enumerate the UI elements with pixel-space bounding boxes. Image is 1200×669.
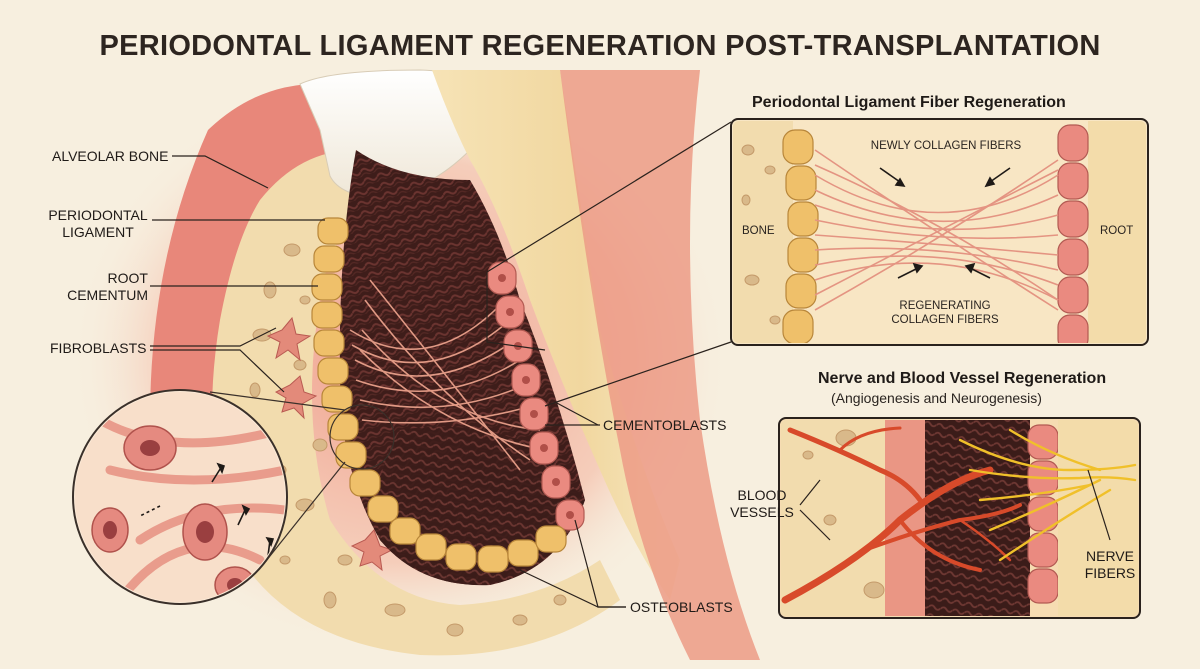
label-fibroblasts: FIBROBLASTS — [50, 340, 147, 356]
fiber-regeneration-panel — [730, 118, 1149, 346]
fiber-panel-root: ROOT — [1100, 225, 1134, 237]
label-cementoblasts: CEMENTOBLASTS — [603, 417, 727, 433]
label-cementum-line2: CEMENTUM — [67, 287, 148, 303]
fiber-panel-newly: NEWLY COLLAGEN FIBERS — [870, 140, 1022, 152]
label-fibers-line2: FIBERS — [1084, 565, 1136, 581]
label-nerve-line1: NERVE — [1086, 548, 1134, 564]
fiber-panel-title: Periodontal Ligament Fiber Regeneration — [752, 94, 1066, 111]
leader-lines — [150, 121, 1111, 608]
label-blood-line1: BLOOD — [737, 487, 787, 503]
nerve-panel-title: Nerve and Blood Vessel Regeneration — [818, 370, 1107, 387]
nerve-panel-subtitle: (Angiogenesis and Neurogenesis) — [831, 390, 1042, 406]
label-periodontal-line2: LIGAMENT — [62, 224, 134, 240]
label-periodontal-line1: PERIODONTAL — [48, 207, 148, 223]
label-nerve-fibers: NERVE FIBERS — [1080, 548, 1140, 582]
label-alveolar-bone: ALVEOLAR BONE — [52, 148, 169, 164]
label-periodontal-ligament: PERIODONTAL LIGAMENT — [44, 207, 152, 241]
fiber-panel-regen-line2: COLLAGEN FIBERS — [891, 314, 999, 326]
fiber-panel-regenerating: REGENERATING COLLAGEN FIBERS — [860, 299, 1030, 327]
label-blood-vessels: BLOOD VESSELS — [722, 487, 802, 521]
fiber-panel-bone: BONE — [742, 225, 775, 237]
page-title: PERIODONTAL LIGAMENT REGENERATION POST-T… — [99, 30, 1101, 62]
fibroblast-zoom-inset — [72, 389, 346, 605]
label-osteoblasts: OSTEOBLASTS — [630, 599, 733, 615]
label-vessels-line2: VESSELS — [730, 504, 794, 520]
nerve-vessel-panel — [778, 417, 1141, 619]
fiber-panel-regen-line1: REGENERATING — [899, 300, 991, 312]
label-root-cementum: ROOT CEMENTUM — [60, 270, 148, 304]
label-root-line1: ROOT — [107, 270, 148, 286]
